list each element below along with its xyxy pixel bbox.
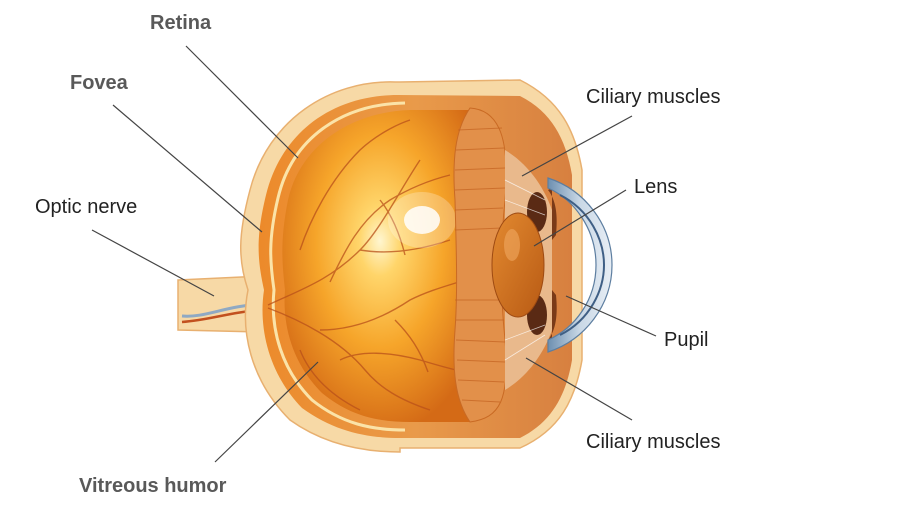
label-fovea: Fovea bbox=[70, 72, 128, 94]
optic-nerve-leader bbox=[91, 229, 215, 297]
label-vitreous-humor: Vitreous humor bbox=[79, 475, 227, 497]
label-retina: Retina bbox=[150, 12, 212, 34]
retina-leader bbox=[185, 45, 299, 159]
cornea-shape bbox=[547, 177, 613, 353]
label-lens: Lens bbox=[634, 176, 678, 198]
label-optic-nerve: Optic nerve bbox=[35, 196, 138, 218]
iris-shape bbox=[548, 188, 557, 342]
ciliary-muscles-top-leader bbox=[521, 115, 633, 177]
label-ciliary-muscles-top: Ciliary muscles bbox=[586, 86, 721, 108]
lens-leader bbox=[533, 189, 627, 247]
label-ciliary-muscles-bottom: Ciliary muscles bbox=[586, 431, 721, 453]
retina-layer bbox=[269, 101, 406, 432]
label-pupil: Pupil bbox=[664, 329, 709, 351]
ciliary-muscles-bottom-leader bbox=[525, 357, 633, 421]
pupil-leader bbox=[565, 295, 657, 337]
lens-shape bbox=[491, 212, 545, 318]
leader-lines bbox=[91, 45, 657, 463]
vitreous-body bbox=[267, 110, 470, 422]
vitreous-humor-leader bbox=[214, 361, 319, 463]
fovea-leader bbox=[112, 104, 263, 233]
